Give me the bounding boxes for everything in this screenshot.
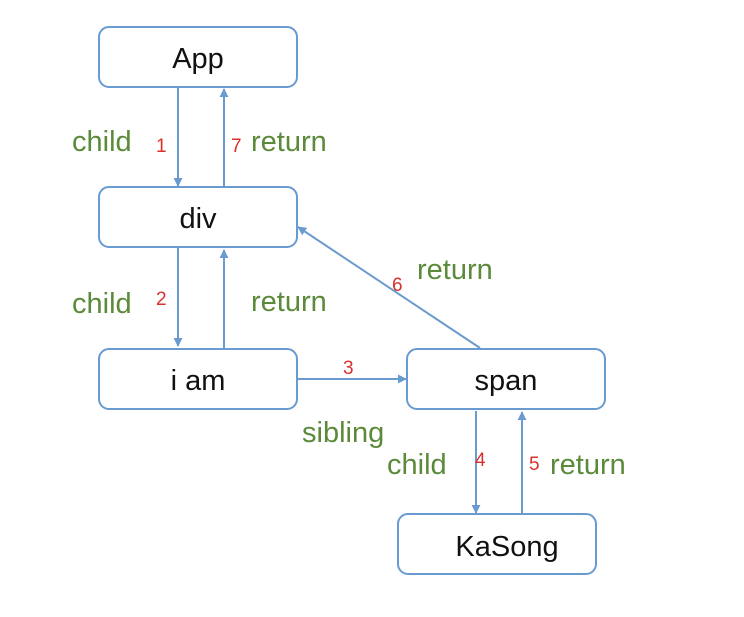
node-app: App	[98, 26, 298, 88]
step-number-6: 6	[392, 275, 403, 296]
node-kasong-box	[397, 513, 597, 575]
node-i-am-box	[98, 348, 298, 410]
edge-label-iam-span-sibling: sibling	[302, 417, 384, 449]
edge-label-app-div-child: child	[72, 126, 132, 158]
node-i-am: i am	[98, 348, 298, 410]
node-kasong: KaSong	[397, 513, 597, 575]
edge-label-span-kasong-child: child	[387, 449, 447, 481]
edge-labels: child 1 7 return child 2 return 3 siblin…	[72, 126, 626, 481]
edge-label-div-iam-child: child	[72, 288, 132, 320]
node-app-box	[98, 26, 298, 88]
edge-label-kasong-span-return: return	[550, 449, 626, 481]
step-number-5: 5	[529, 454, 540, 475]
node-div-box	[98, 186, 298, 248]
node-span-label: span	[475, 365, 538, 397]
node-div: div	[98, 186, 298, 248]
edge-span-to-div-return	[297, 226, 481, 349]
step-number-4: 4	[475, 450, 486, 471]
step-number-1: 1	[156, 136, 167, 157]
node-i-am-label: i am	[171, 365, 226, 397]
node-span-box	[406, 348, 606, 410]
step-number-7: 7	[231, 136, 242, 157]
edge-label-iam-div-return: return	[251, 286, 327, 318]
step-number-3: 3	[343, 358, 354, 379]
node-app-label: App	[172, 43, 224, 75]
step-number-2: 2	[156, 289, 167, 310]
edge-label-span-div-return: return	[417, 254, 493, 286]
node-span: span	[406, 348, 606, 410]
edges	[173, 88, 527, 514]
edge-label-div-app-return: return	[251, 126, 327, 158]
node-kasong-label: KaSong	[455, 531, 558, 563]
node-div-label: div	[179, 203, 217, 235]
